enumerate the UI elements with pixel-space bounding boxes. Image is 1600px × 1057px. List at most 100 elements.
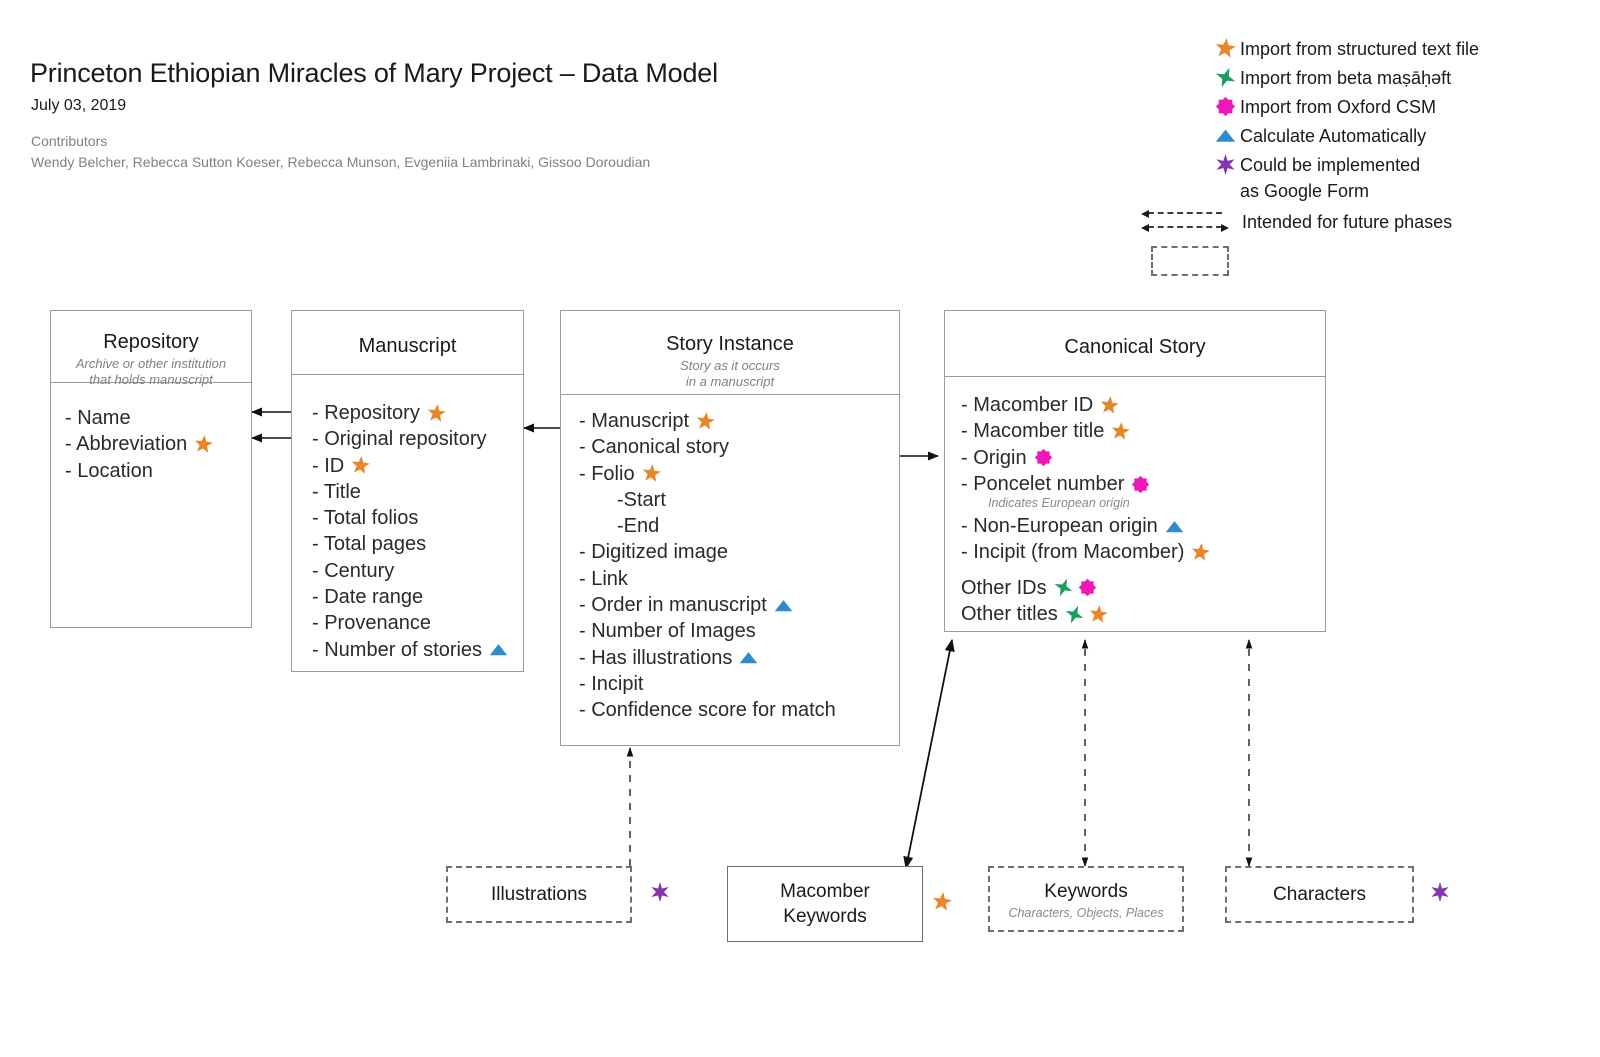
orange-star-icon: [642, 464, 661, 483]
orange-star-icon: [194, 435, 214, 454]
field-row: - Macomber ID: [961, 392, 1325, 418]
macomber-keywords-title: Macomber Keywords: [780, 881, 870, 927]
field-label: - Folio: [579, 462, 635, 485]
field-row: - Origin: [961, 445, 1325, 471]
field-row: Other titles: [961, 601, 1325, 627]
field-row: -End: [579, 513, 899, 539]
legend-item-1: Import from beta maṣāḥəft: [1210, 65, 1600, 91]
leaf-box-illustrations[interactable]: Illustrations: [446, 866, 632, 923]
blue-triangle-icon: [489, 640, 508, 659]
field-label: - Origin: [961, 446, 1027, 469]
legend-item-2: Import from Oxford CSM: [1210, 94, 1600, 120]
legend-item-label: Import from structured text file: [1240, 39, 1480, 59]
contributors-label: Contributors: [31, 133, 108, 149]
entity-box-repository[interactable]: Repository Archive or other institution …: [50, 310, 252, 628]
legend-marker-slot: [1210, 65, 1240, 88]
field-label: - Number of Images: [579, 620, 756, 643]
leaf-box-macomber-keywords[interactable]: Macomber Keywords: [727, 866, 923, 942]
field-label: - Incipit (from Macomber): [961, 541, 1185, 564]
blue-triangle-icon: [1165, 517, 1184, 536]
field-label: - Non-European origin: [961, 515, 1158, 538]
blue-triangle-icon: [1215, 125, 1236, 146]
legend-item-3: Calculate Automatically: [1210, 123, 1600, 149]
field-label: - Title: [312, 480, 361, 503]
magenta-burst-icon: [1131, 475, 1150, 494]
field-row: - Repository: [312, 400, 523, 426]
field-row: - Manuscript: [579, 408, 899, 434]
dashed-arrow-left-sample: [1141, 210, 1222, 218]
field-row: - Canonical story: [579, 434, 899, 460]
repository-fields: - Name- Abbreviation- Location: [51, 383, 251, 484]
field-row: - Poncelet number: [961, 471, 1325, 497]
field-label: - Link: [579, 567, 628, 590]
keywords-subtitle: Characters, Objects, Places: [1008, 905, 1164, 920]
dashed-box-sample: [1151, 246, 1229, 276]
field-label: -End: [617, 515, 660, 538]
field-label: - Location: [65, 459, 153, 482]
legend-item-label: Could be implemented as Google Form: [1240, 155, 1421, 201]
field-row: - Non-European origin: [961, 513, 1325, 539]
field-row: - Original repository: [312, 426, 523, 452]
field-row: - Name: [65, 405, 251, 431]
orange-star-icon: [932, 892, 952, 912]
field-row: Other IDs: [961, 575, 1325, 601]
legend-marker-slot: [1210, 152, 1240, 175]
canonical-story-header: Canonical Story: [945, 311, 1325, 377]
field-row: -Start: [579, 487, 899, 513]
legend-item-label: Import from Oxford CSM: [1240, 97, 1437, 117]
field-row: - Date range: [312, 584, 523, 610]
blue-triangle-icon: [739, 648, 758, 667]
field-label: - Poncelet number: [961, 472, 1125, 495]
field-label: - Original repository: [312, 428, 487, 451]
field-label: - Manuscript: [579, 410, 690, 432]
field-row: - Macomber title: [961, 418, 1325, 444]
orange-star-icon: [1100, 395, 1120, 415]
entity-box-canonical-story[interactable]: Canonical Story - Macomber ID- Macomber …: [944, 310, 1326, 632]
field-label: - Order in manuscript: [579, 594, 767, 617]
magenta-burst-icon: [1078, 578, 1097, 597]
field-row: - Has illustrations: [579, 645, 899, 671]
field-row: - Number of stories: [312, 637, 523, 663]
entity-box-story-instance[interactable]: Story Instance Story as it occurs in a m…: [560, 310, 900, 746]
field-label: - Total pages: [312, 533, 427, 556]
legend-future-phases-samples: [1141, 210, 1238, 232]
field-label: - Digitized image: [579, 541, 728, 564]
field-row: - ID: [312, 453, 523, 479]
field-label: - Date range: [312, 586, 424, 609]
field-row: - Confidence score for match: [579, 697, 899, 723]
field-label: - Confidence score for match: [579, 699, 836, 722]
field-label: -Start: [617, 488, 666, 511]
characters-title: Characters: [1273, 884, 1366, 905]
field-label: - Provenance: [312, 612, 431, 635]
field-label: Other IDs: [961, 576, 1047, 599]
leaf-box-keywords[interactable]: Keywords Characters, Objects, Places: [988, 866, 1184, 932]
repository-header: Repository Archive or other institution …: [51, 311, 251, 387]
edge-macomberkeywords-canonicalstory: [903, 638, 955, 870]
field-row: - Total folios: [312, 505, 523, 531]
purple-6star-icon: [650, 882, 670, 902]
field-label: - Has illustrations: [579, 646, 733, 669]
field-label: - Macomber ID: [961, 394, 1094, 416]
page-title: Princeton Ethiopian Miracles of Mary Pro…: [30, 58, 718, 88]
entity-box-manuscript[interactable]: Manuscript - Repository- Original reposi…: [291, 310, 524, 672]
field-label: - Number of stories: [312, 638, 483, 661]
magenta-burst-icon: [1034, 448, 1053, 467]
field-row: - Abbreviation: [65, 431, 251, 457]
story-instance-subtitle: Story as it occurs in a manuscript: [680, 358, 780, 389]
manuscript-header: Manuscript: [292, 311, 523, 375]
legend-item-label: Calculate Automatically: [1240, 126, 1427, 146]
field-row: - Digitized image: [579, 539, 899, 565]
repository-subtitle: Archive or other institution that holds …: [75, 356, 227, 387]
macomber-keywords-marker: [932, 892, 952, 912]
field-label: - Century: [312, 559, 395, 582]
characters-marker: [1430, 882, 1450, 902]
contributors-list: Wendy Belcher, Rebecca Sutton Koeser, Re…: [31, 154, 651, 170]
field-row: - Folio: [579, 461, 899, 487]
leaf-box-characters[interactable]: Characters: [1225, 866, 1414, 923]
illustrations-marker: [650, 882, 670, 902]
document-date: July 03, 2019: [31, 97, 127, 114]
orange-star-icon: [1089, 604, 1108, 624]
orange-star-icon: [1215, 38, 1236, 59]
green-4star-icon: [1054, 578, 1073, 597]
